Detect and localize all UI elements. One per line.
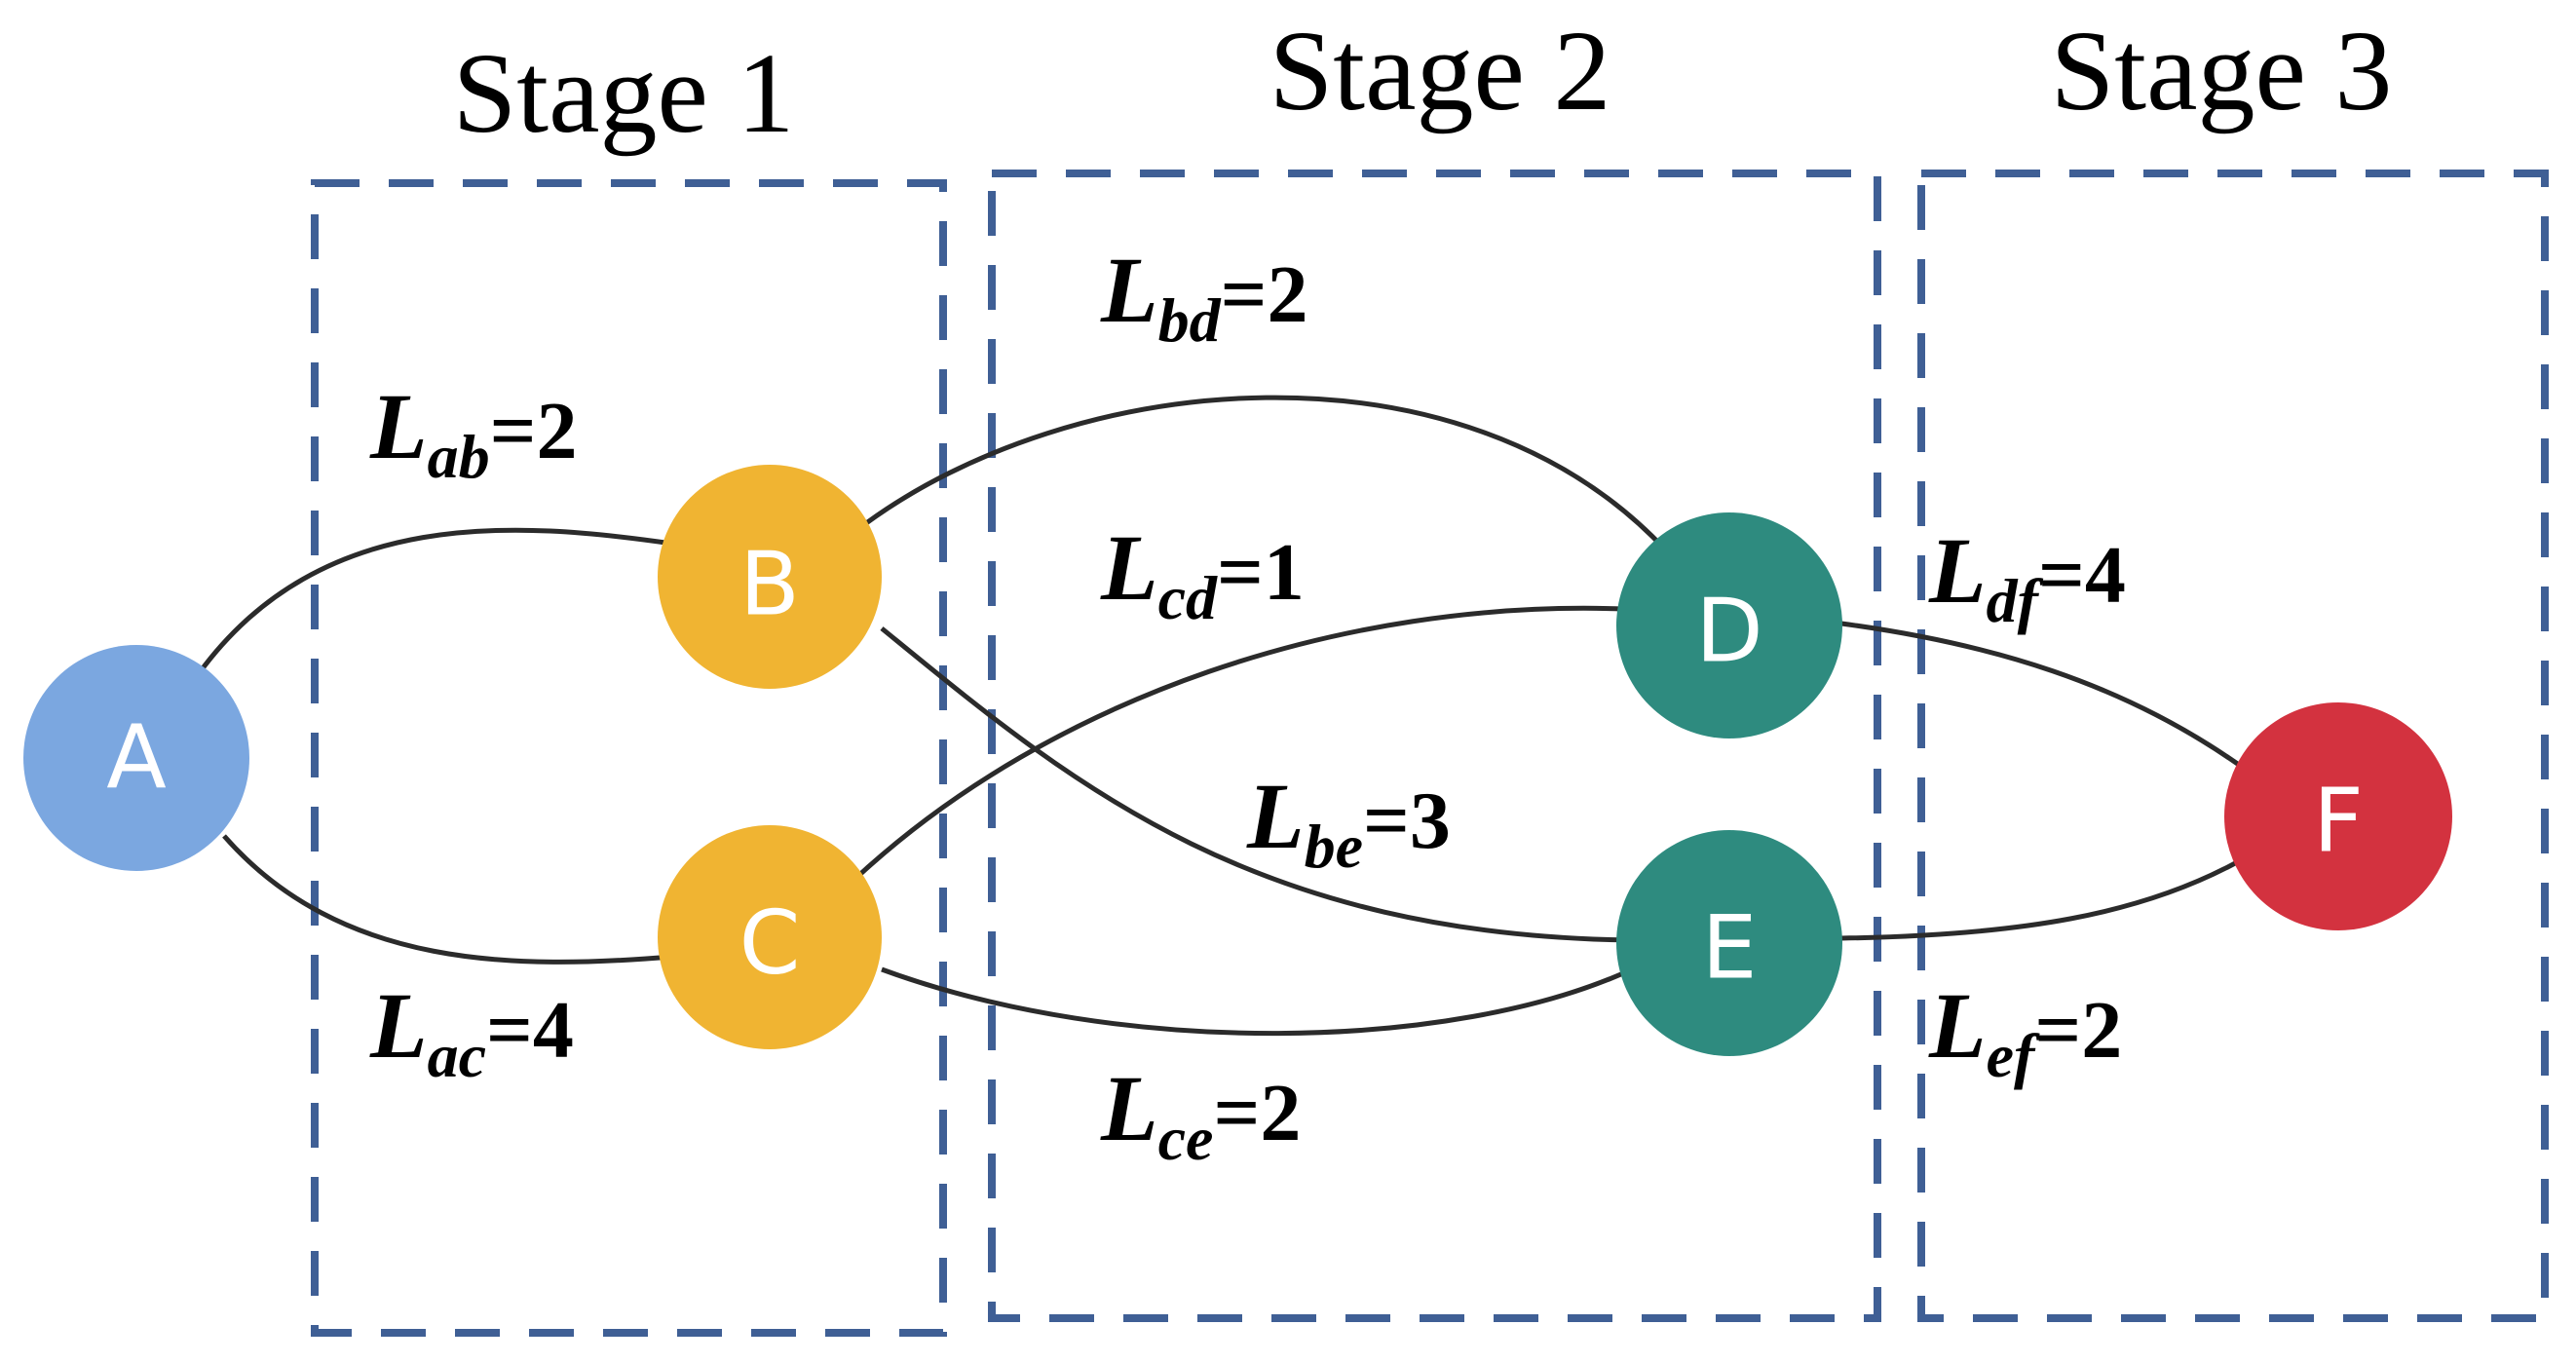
node-c: C	[658, 825, 882, 1049]
node-d-label: D	[1695, 581, 1762, 683]
edge-d-f	[1840, 621, 2248, 773]
node-b: B	[658, 465, 882, 689]
node-b-label: B	[739, 534, 800, 636]
edge-label-ef: Lef=2	[1928, 973, 2122, 1090]
stage-3-box	[1917, 170, 2549, 1322]
stage-1-title: Stage 1	[453, 29, 795, 157]
edge-label-ac: Lac=4	[369, 973, 574, 1090]
node-c-label: C	[739, 892, 801, 995]
edge-c-d	[855, 605, 1623, 879]
stage-1-box	[311, 179, 947, 1337]
edge-a-b	[197, 527, 673, 674]
edge-b-e	[880, 626, 1633, 943]
node-f: F	[2224, 702, 2452, 930]
node-f-label: F	[2313, 771, 2364, 873]
stage-3-title: Stage 3	[2051, 7, 2393, 134]
edge-a-c	[222, 834, 673, 965]
stage-2-box	[988, 170, 1881, 1322]
node-e: E	[1616, 830, 1842, 1056]
edge-b-d	[860, 395, 1668, 552]
edge-label-be: Lbe=3	[1246, 764, 1451, 881]
edge-e-f	[1840, 854, 2248, 941]
node-e-label: E	[1702, 897, 1758, 1000]
edge-label-df: Ldf=4	[1928, 518, 2126, 635]
node-d: D	[1616, 512, 1842, 738]
stage-2-title: Stage 2	[1269, 7, 1611, 134]
edge-label-cd: Lcd=1	[1100, 515, 1305, 632]
edge-c-e	[881, 966, 1634, 1037]
node-a: A	[23, 645, 249, 871]
edge-label-bd: Lbd=2	[1100, 238, 1308, 355]
edge-label-ab: Lab=2	[369, 374, 578, 491]
edge-label-ce: Lce=2	[1100, 1056, 1301, 1173]
node-a-label: A	[106, 707, 167, 810]
